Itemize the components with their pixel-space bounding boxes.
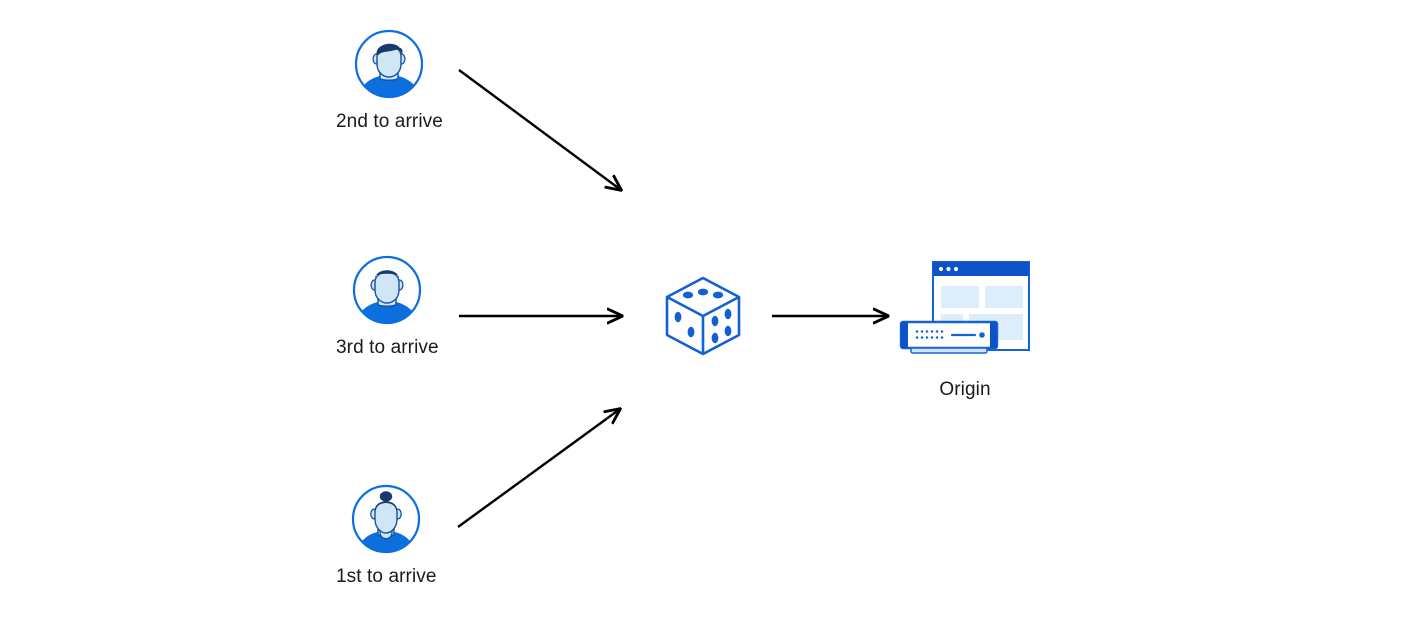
node-label: Origin xyxy=(939,379,991,400)
user-avatar-icon xyxy=(350,483,422,555)
node-label: 1st to arrive xyxy=(336,566,437,587)
node-user-2nd[interactable]: 2nd to arrive xyxy=(336,28,443,133)
node-user-3rd[interactable]: 3rd to arrive xyxy=(336,254,439,359)
user-avatar-icon xyxy=(351,254,423,326)
origin-server-icon xyxy=(895,258,1035,368)
arrow-2nd-to-dice xyxy=(458,69,621,190)
node-label: 2nd to arrive xyxy=(336,111,443,132)
node-user-1st[interactable]: 1st to arrive xyxy=(336,483,437,588)
arrow-1st-to-dice xyxy=(457,409,620,528)
dice-icon xyxy=(657,270,749,362)
node-origin[interactable]: Origin xyxy=(895,258,1035,401)
node-label: 3rd to arrive xyxy=(336,337,439,358)
node-randomizer[interactable] xyxy=(657,270,749,362)
user-avatar-icon xyxy=(353,28,425,100)
